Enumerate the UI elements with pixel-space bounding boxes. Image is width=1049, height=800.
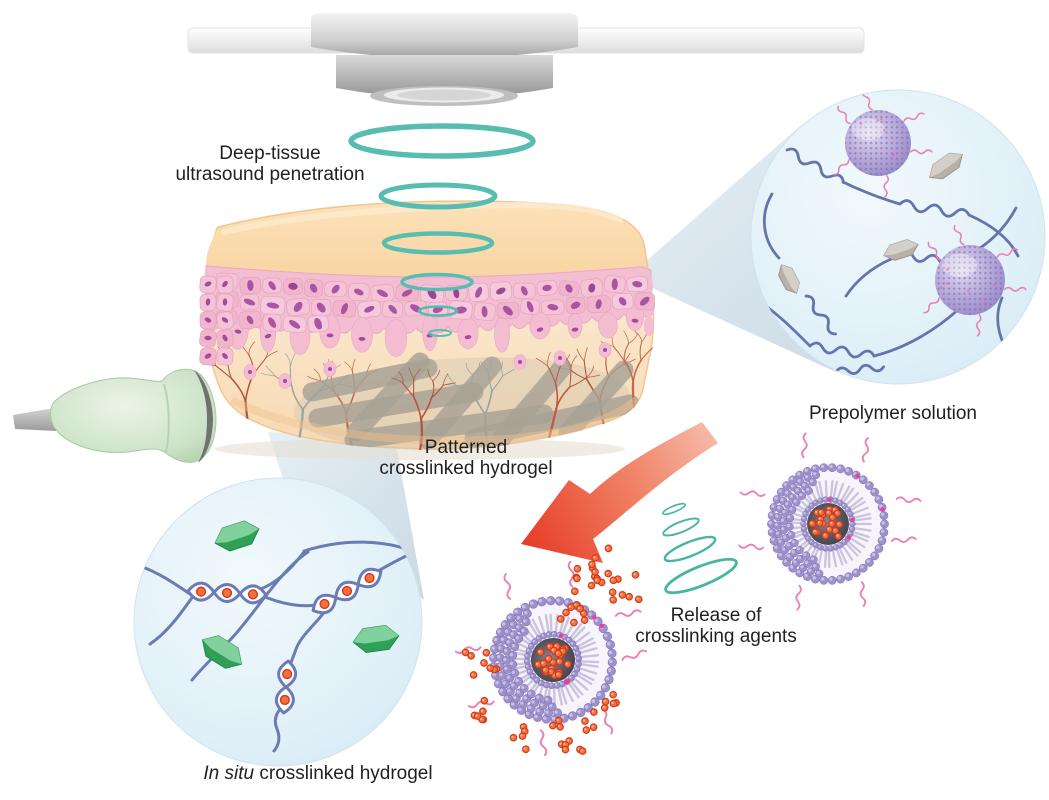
tissue-block [199,200,657,451]
ultrasound-transducer [311,13,578,106]
label-patterned-hydrogel: Patterned crosslinked hydrogel [379,437,552,480]
label-line: Deep-tissue [219,143,321,164]
prepolymer-zoom-circle [750,89,1046,385]
hexagon-crystal [928,152,964,180]
label-line: Prepolymer solution [809,403,977,424]
hexagon-crystal [352,624,400,654]
liposome-particle [833,90,933,198]
liposome-intact [738,432,922,611]
label-line: Patterned [424,437,508,458]
crosslink-braid [311,567,383,615]
label-line: Release of [670,605,762,626]
liposome-particle [923,224,1027,337]
epithelium-layer [199,265,655,389]
label-release-agents: Release of crosslinking agents [635,605,797,648]
label-deep-tissue: Deep-tissue ultrasound penetration [175,143,364,186]
label-line: ultrasound penetration [175,164,365,186]
ultrasound-wave-rings [348,123,536,337]
hexagon-crystal [201,635,243,669]
hexagon-crystal [214,520,260,552]
red-arrow [521,422,718,563]
label-line: crosslinked hydrogel [254,763,433,784]
insitu-hydrogel-zoom-circle [133,477,423,767]
handheld-ultrasound-probe [13,368,217,463]
hexagon-crystal [883,239,919,261]
crosslink-braid [186,581,268,605]
label-line: crosslinked hydrogel [379,458,553,480]
liposome-burst [454,544,648,757]
hexagon-crystal [778,264,800,294]
label-italic: In situ [203,763,255,784]
label-line: crosslinking agents [635,626,797,648]
label-in-situ-hydrogel: In situ crosslinked hydrogel [203,763,432,784]
label-prepolymer-solution: Prepolymer solution [809,403,977,424]
ultrasound-spiral-icon [662,502,738,595]
crosslink-braid [274,659,298,715]
